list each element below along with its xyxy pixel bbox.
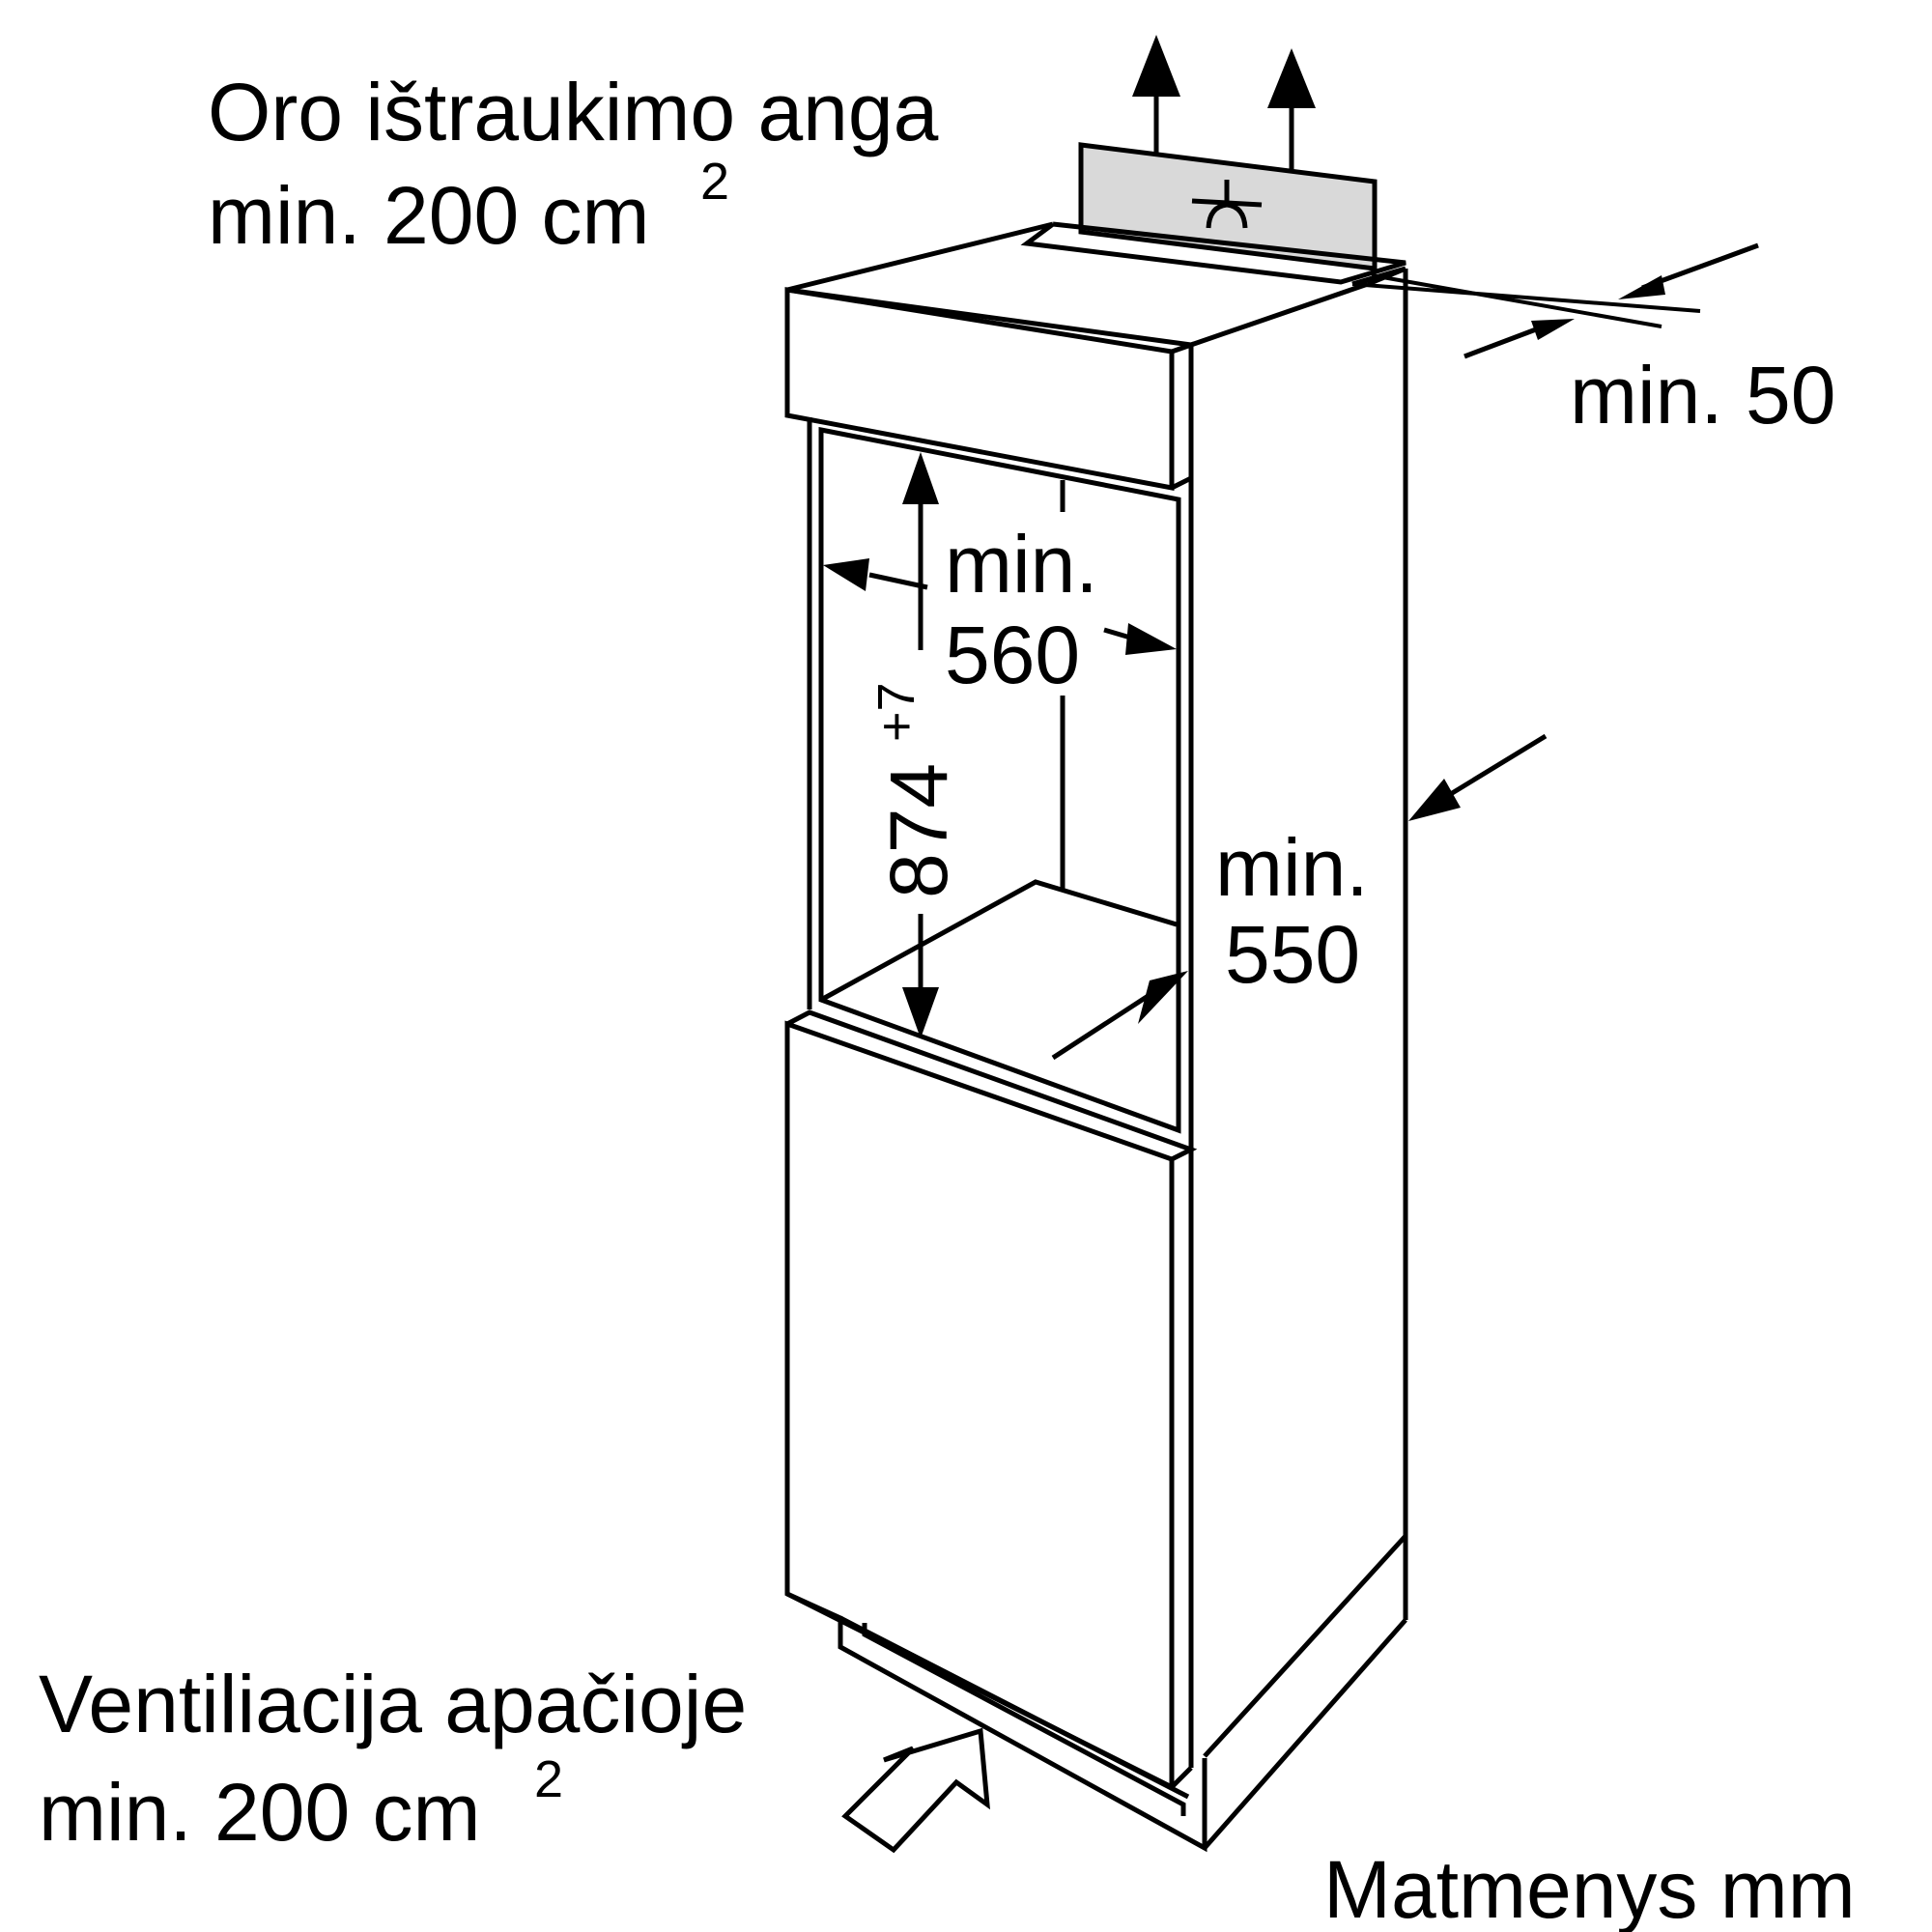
gap-dimension (1351, 242, 1759, 359)
depth-dimension (1051, 733, 1548, 1061)
plinth (785, 1591, 1208, 1853)
gap-label: min. 50 (1570, 350, 1835, 440)
height-dimension (902, 452, 939, 1038)
vent-label-sup: 2 (534, 1750, 563, 1808)
width-label-line1: min. (945, 519, 1098, 610)
units-label: Matmenys mm (1323, 1844, 1856, 1932)
exhaust-label-sup: 2 (700, 153, 729, 211)
vent-intake-arrow (841, 1727, 990, 1854)
exhaust-label-line2: min. 200 cm (208, 170, 650, 261)
top-vent-grille (1078, 142, 1378, 271)
exhaust-arrows (1132, 35, 1316, 169)
depth-label-line2: 550 (1225, 909, 1360, 1000)
exhaust-label-line1: Oro ištraukimo anga (208, 67, 939, 157)
height-tolerance: +7 (867, 682, 925, 742)
cabinet-side (1188, 269, 1408, 1850)
vent-label-line2: min. 200 cm (39, 1767, 481, 1858)
height-label: 874 (873, 763, 964, 898)
labels: Oro ištraukimo anga min. 200 cm 2 min. 5… (39, 67, 1856, 1932)
depth-label-line1: min. (1215, 822, 1369, 913)
vent-label-line1: Ventiliacija apačioje (39, 1659, 747, 1749)
width-label-line2: 560 (945, 610, 1080, 700)
width-dimension (823, 558, 1177, 655)
lower-door (784, 1009, 1198, 1792)
